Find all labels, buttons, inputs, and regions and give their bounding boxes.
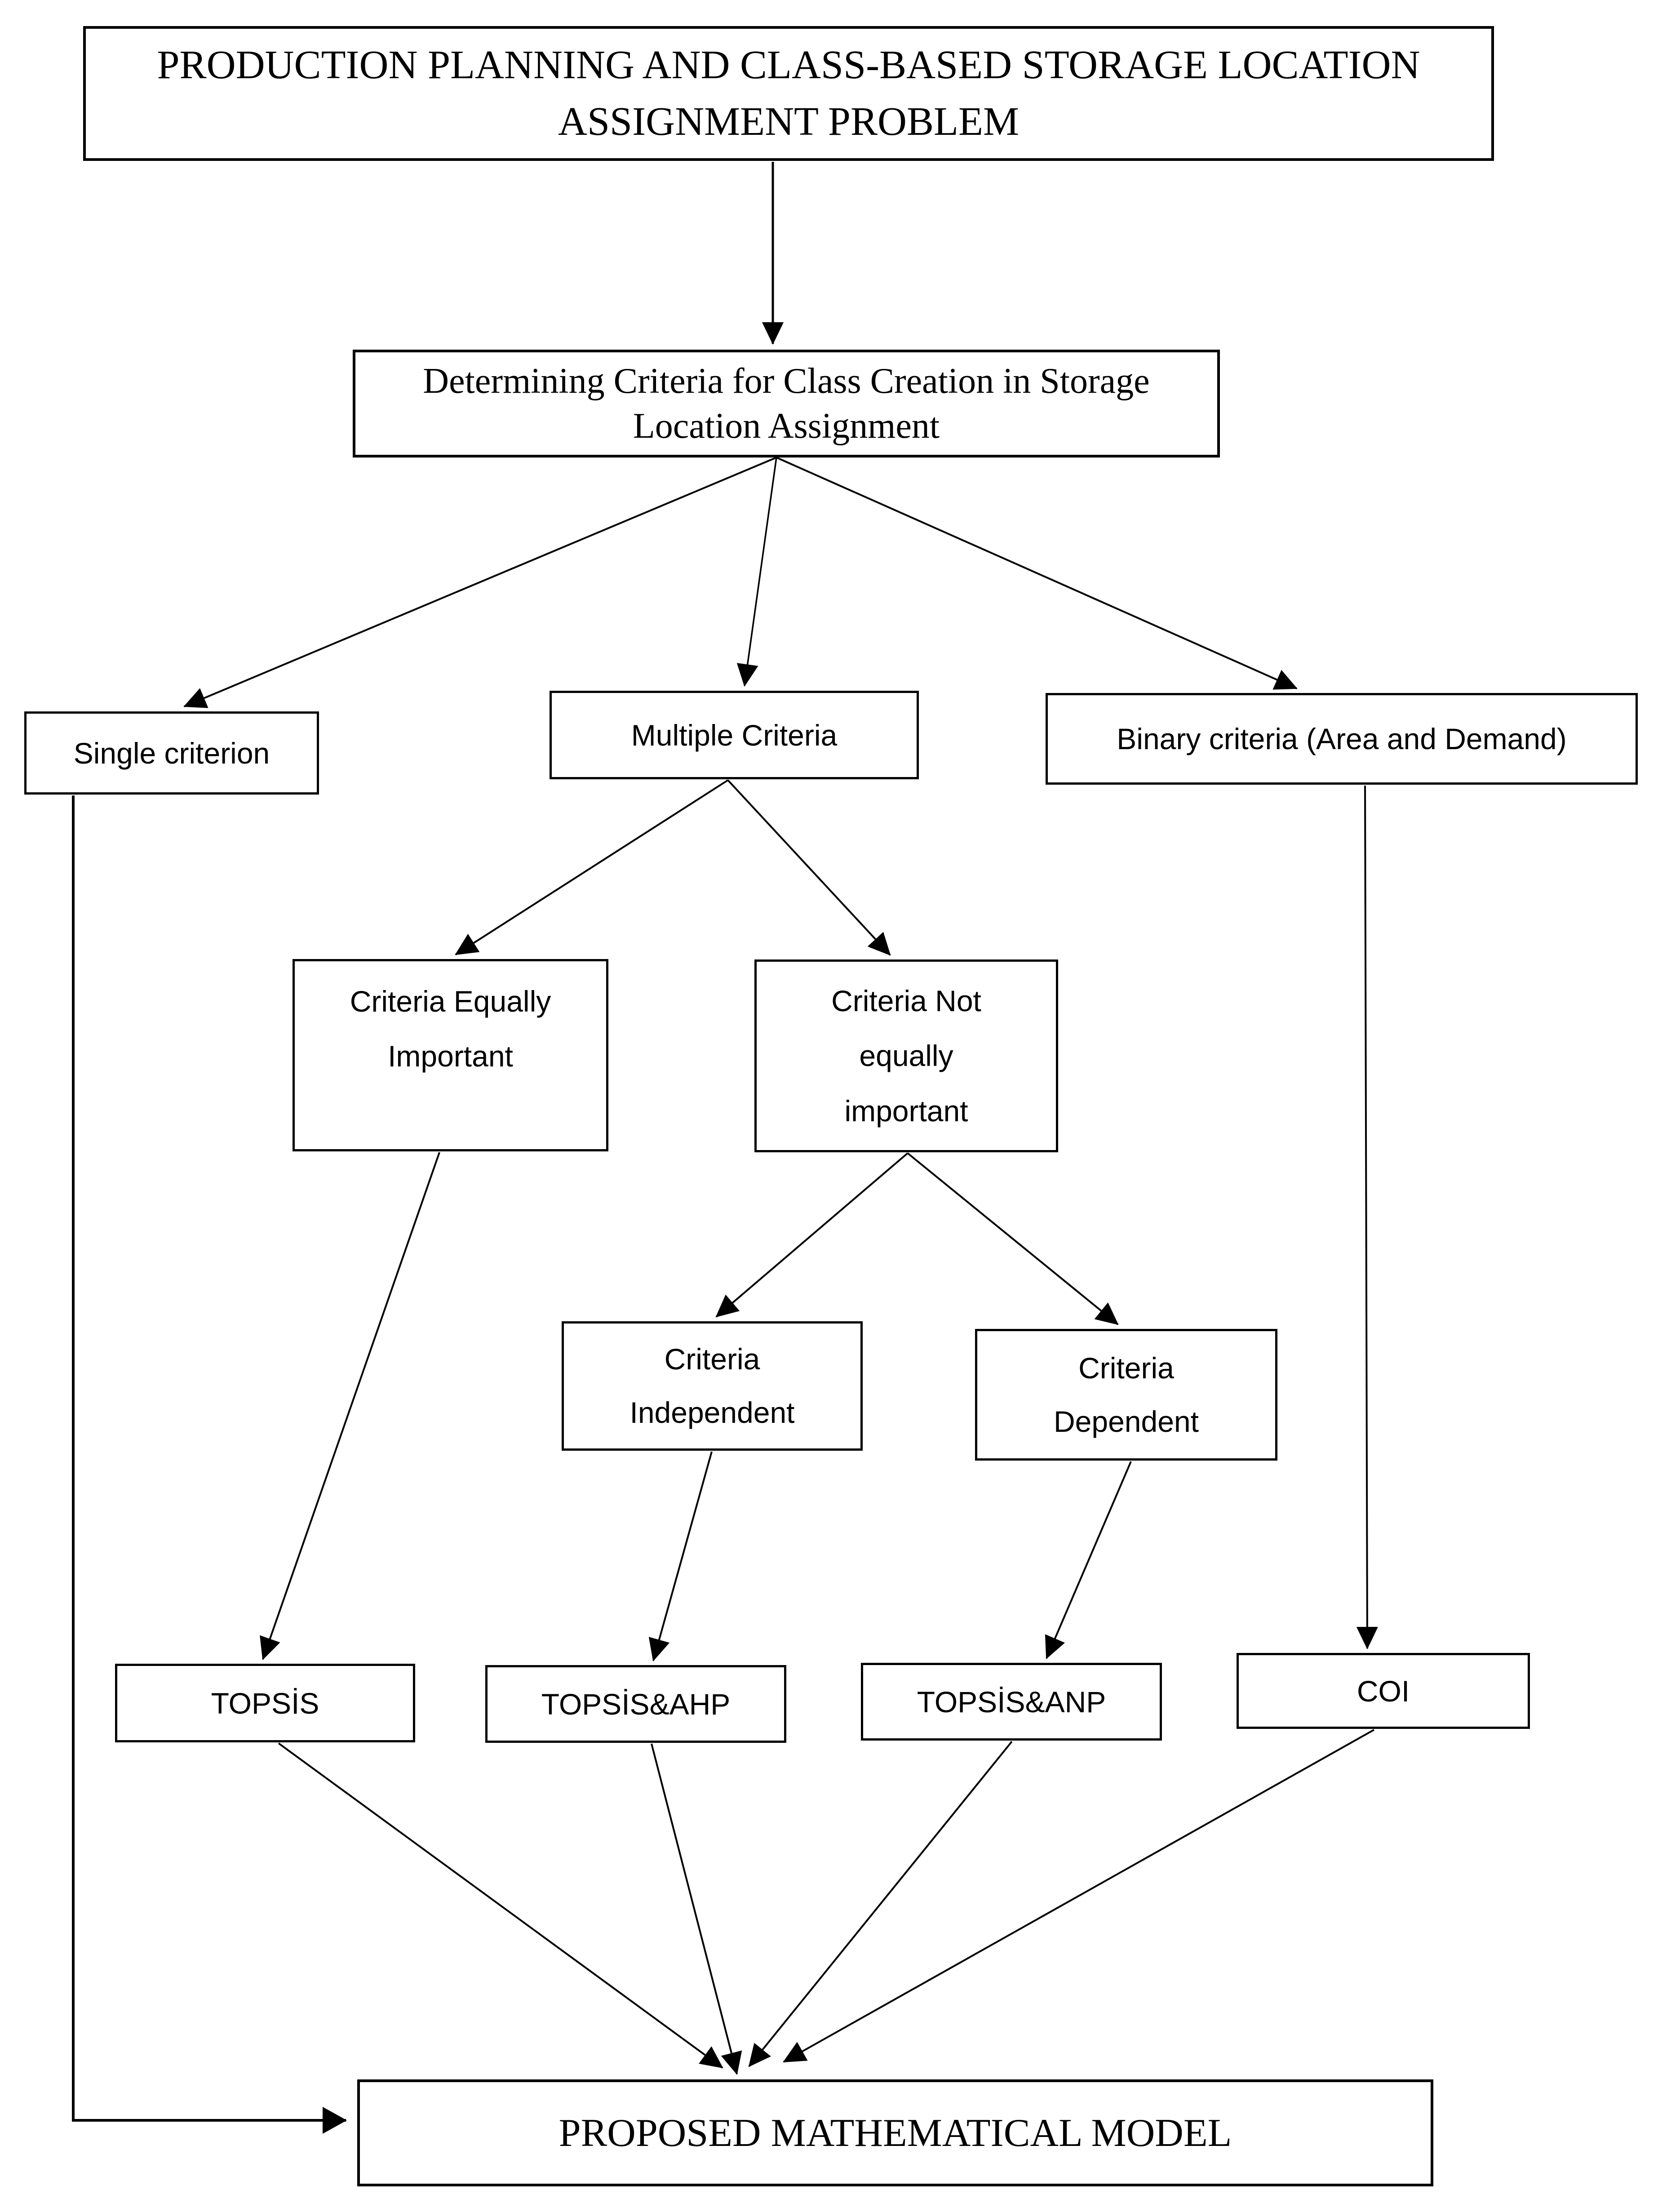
- edge-dependent-topsisanp: [1045, 1461, 1132, 1659]
- node-label: PROPOSED MATHEMATICAL MODEL: [559, 2111, 1232, 2155]
- node-coi: COI: [1237, 1653, 1530, 1729]
- edge-independent-topsisahp: [648, 1451, 713, 1661]
- edge-multiple-equally: [455, 779, 729, 955]
- node-single-criterion: Single criterion: [24, 711, 319, 795]
- edge-notequally-dependent: [907, 1152, 1119, 1325]
- node-label: Determining Criteria for Class Creation …: [423, 361, 1150, 446]
- edge-determining-multiple: [736, 457, 777, 687]
- node-production-planning-problem: PRODUCTION PLANNING AND CLASS-BASED STOR…: [83, 26, 1494, 161]
- node-label: Binary criteria (Area and Demand): [1117, 722, 1567, 755]
- node-topsis-ahp: TOPSİS&AHP: [485, 1665, 786, 1743]
- node-topsis-anp: TOPSİS&ANP: [861, 1663, 1162, 1741]
- node-proposed-mathematical-model: PROPOSED MATHEMATICAL MODEL: [357, 2079, 1433, 2186]
- node-label: COI: [1357, 1674, 1410, 1708]
- node-label: Single criterion: [73, 736, 270, 770]
- node-label: Criteria Equally Important: [350, 985, 551, 1073]
- edge-coi-proposed: [783, 1729, 1374, 2063]
- edge-determining-single: [183, 457, 777, 708]
- node-label: PRODUCTION PLANNING AND CLASS-BASED STOR…: [157, 43, 1420, 144]
- node-binary-criteria: Binary criteria (Area and Demand): [1046, 693, 1638, 785]
- node-criteria-equally-important: Criteria Equally Important: [293, 959, 608, 1151]
- node-label: TOPSİS: [211, 1686, 319, 1720]
- node-criteria-not-equally-important: Criteria Not equally important: [754, 959, 1058, 1152]
- node-topsis: TOPSİS: [115, 1664, 415, 1742]
- edge-binary-coi: [1356, 785, 1378, 1649]
- edge-determining-binary: [776, 457, 1298, 690]
- node-multiple-criteria: Multiple Criteria: [550, 691, 919, 779]
- node-determining-criteria: Determining Criteria for Class Creation …: [353, 350, 1220, 458]
- edge-topsisahp-proposed: [651, 1743, 742, 2075]
- node-criteria-dependent: Criteria Dependent: [975, 1329, 1277, 1461]
- node-label: Criteria Independent: [630, 1342, 795, 1429]
- node-label: Criteria Dependent: [1054, 1351, 1199, 1438]
- node-label: TOPSİS&AHP: [541, 1687, 731, 1721]
- edge-notequally-independent: [715, 1152, 909, 1318]
- node-label: Criteria Not equally important: [831, 984, 981, 1128]
- edge-single-proposed: [72, 795, 347, 2134]
- node-label: Multiple Criteria: [631, 718, 838, 752]
- edge-equally-topsis: [260, 1152, 440, 1660]
- node-label: TOPSİS&ANP: [917, 1685, 1106, 1719]
- edge-topsisanp-proposed: [748, 1741, 1013, 2067]
- edge-topsis-proposed: [278, 1742, 723, 2069]
- node-criteria-independent: Criteria Independent: [562, 1321, 863, 1451]
- edge-multiple-notequally: [727, 779, 891, 956]
